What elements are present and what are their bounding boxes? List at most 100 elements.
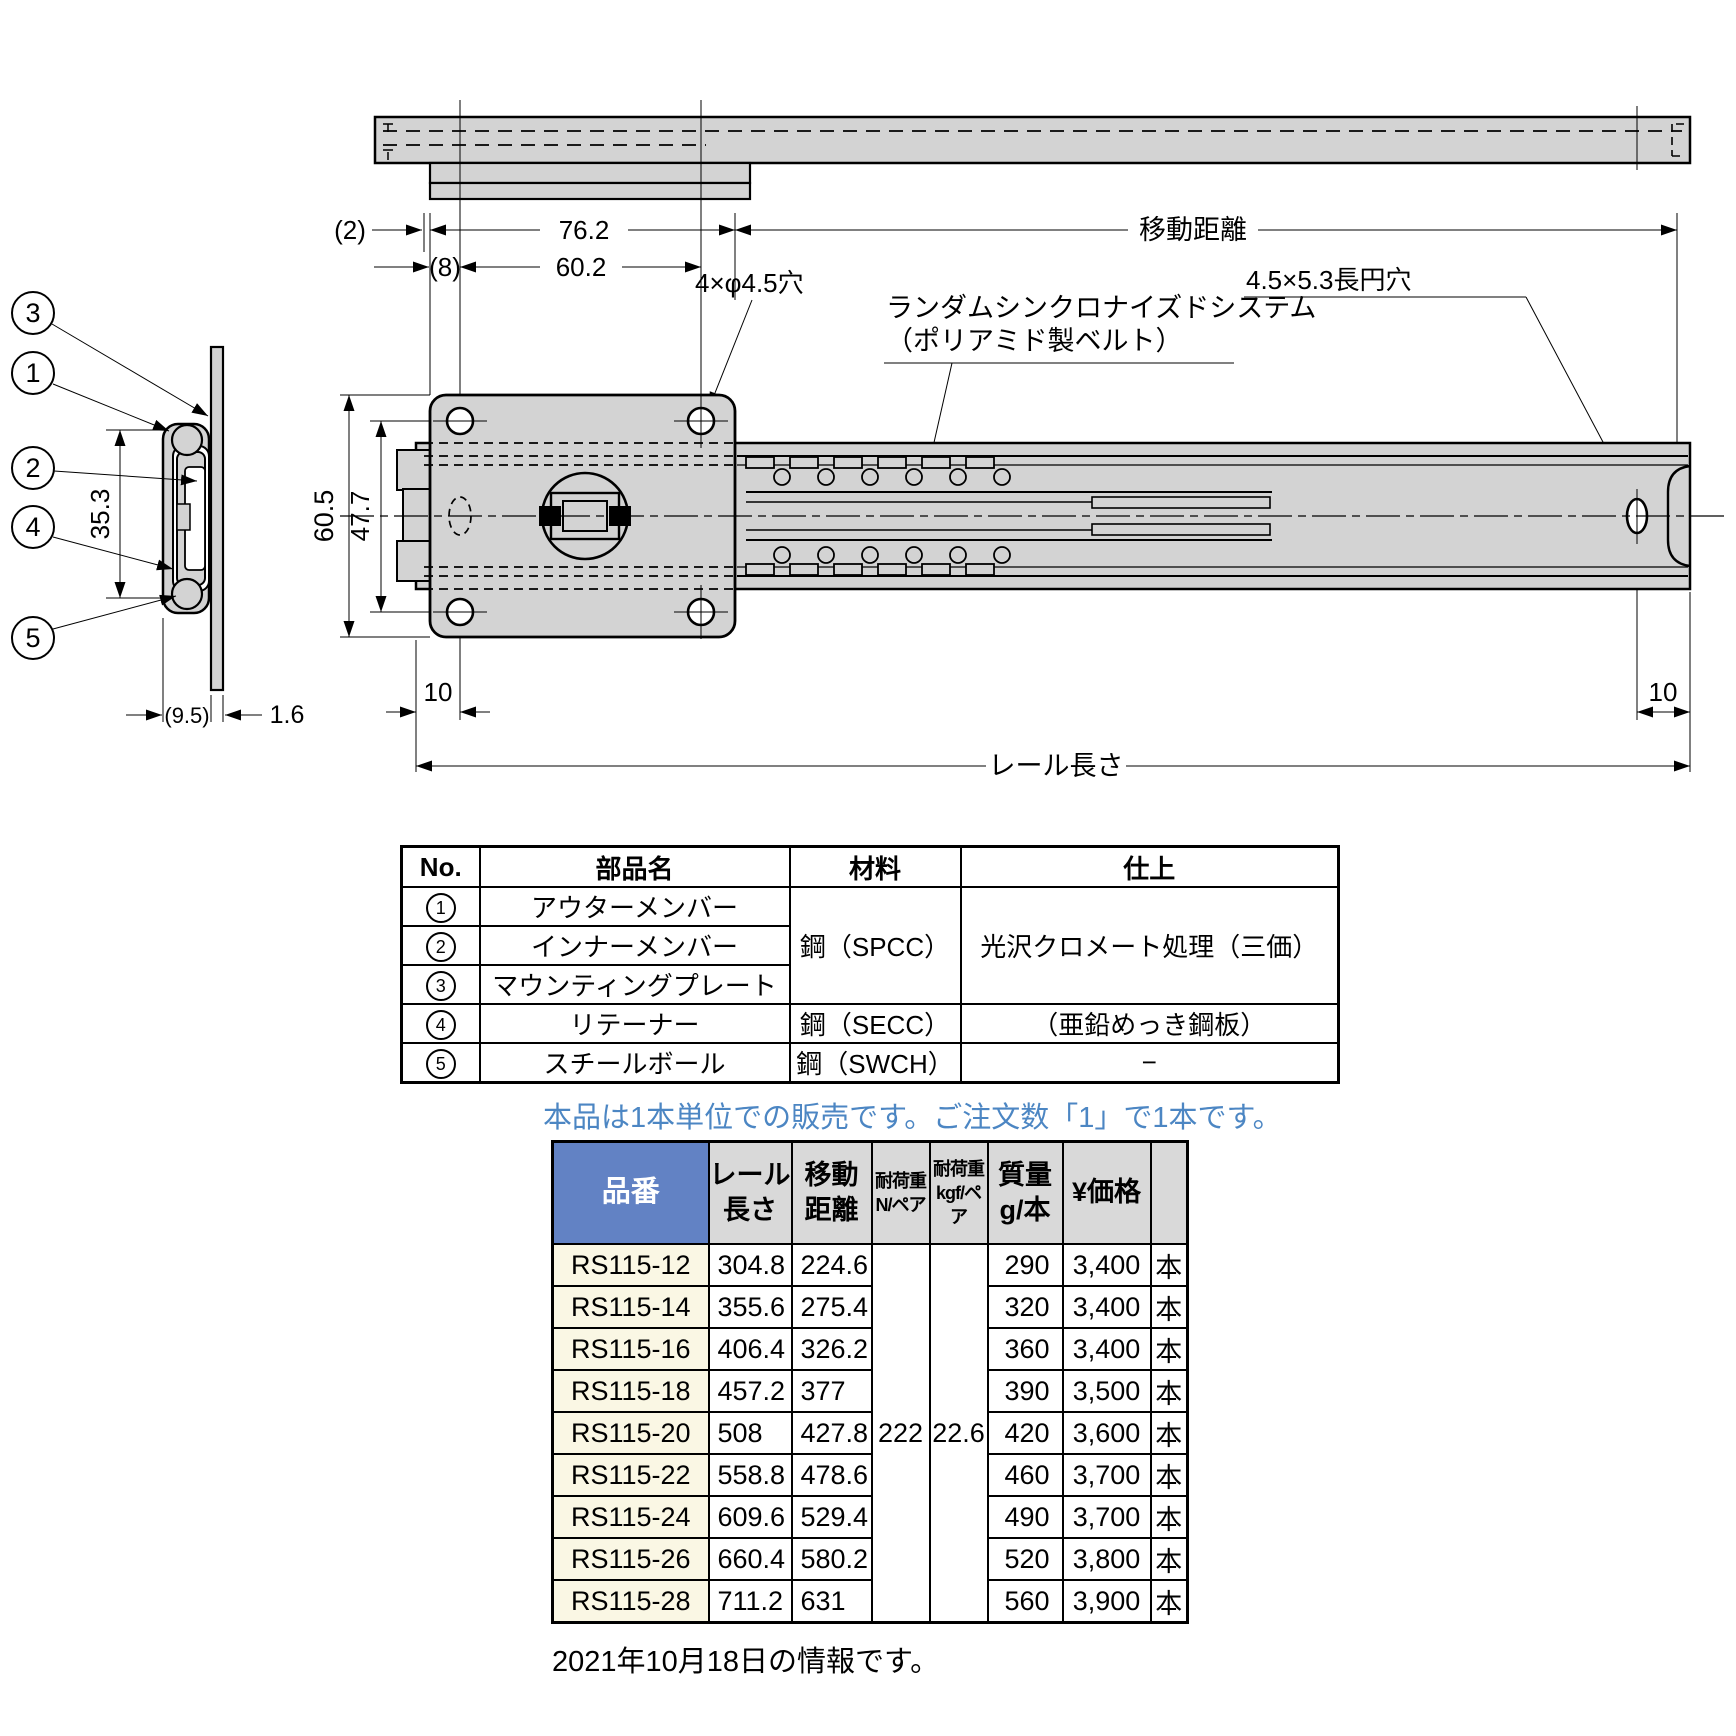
part-no-cell: 2 bbox=[400, 925, 481, 966]
spec-price: 3,700 bbox=[1061, 1495, 1152, 1539]
parts-row: 5 スチールボール 鋼（SWCH） − bbox=[400, 1042, 1340, 1084]
parts-table: No. 部品名 材料 仕上 1 アウターメンバー 鋼（SPCC） 光沢クロメート… bbox=[400, 845, 1340, 1084]
part-no-cell: 4 bbox=[400, 1003, 481, 1044]
spec-unit: 本 bbox=[1149, 1579, 1189, 1624]
spec-mass: 320 bbox=[986, 1285, 1064, 1329]
spec-price: 3,400 bbox=[1061, 1243, 1152, 1287]
date-note: 2021年10月18日の情報です。 bbox=[552, 1646, 940, 1678]
dimension-row-1: (2) 76.2 移動距離 bbox=[334, 215, 1677, 245]
spec-mass: 490 bbox=[986, 1495, 1064, 1539]
spec-travel: 326.2 bbox=[790, 1327, 873, 1371]
spec-rail-length: 558.8 bbox=[707, 1453, 793, 1497]
spec-header-rail-length: レール 長さ bbox=[707, 1140, 793, 1245]
parts-row: 2 インナーメンバー bbox=[400, 925, 1339, 966]
steel-ball-bottom bbox=[170, 577, 204, 611]
callout-circle-4 bbox=[11, 505, 55, 549]
circled-number: 1 bbox=[425, 893, 456, 923]
spec-row: RS115-14 355.6 275.4 320 3,400 本 bbox=[551, 1285, 1189, 1329]
annotation-labels: 4×φ4.5穴 ランダムシンクロナイズドシステム （ポリアミド製ベルト） 4.5… bbox=[695, 265, 1630, 501]
spec-unit: 本 bbox=[1149, 1495, 1189, 1539]
spec-part-no: RS115-26 bbox=[551, 1537, 710, 1581]
parts-row: 1 アウターメンバー 鋼（SPCC） 光沢クロメート処理（三価） bbox=[400, 886, 1340, 1005]
vertical-dimensions: 60.5 47.7 bbox=[309, 395, 387, 637]
spec-rail-length: 508 bbox=[707, 1411, 793, 1455]
belt-rollers-top bbox=[745, 456, 1011, 486]
mounting-plate-section bbox=[209, 345, 225, 692]
spec-header-row: 品番 レール 長さ 移動 距離 耐荷重 N/ペア 耐荷重 kgf/ペア 質量 g… bbox=[551, 1140, 1189, 1245]
spec-travel: 275.4 bbox=[790, 1285, 873, 1329]
spec-travel: 478.6 bbox=[790, 1453, 873, 1497]
spec-price: 3,900 bbox=[1061, 1579, 1152, 1624]
part-name-cell: アウターメンバー bbox=[478, 886, 791, 927]
spec-part-no: RS115-12 bbox=[551, 1243, 710, 1287]
steel-ball-top bbox=[170, 423, 204, 457]
spec-mass: 420 bbox=[986, 1411, 1064, 1455]
spec-travel: 631 bbox=[790, 1579, 873, 1624]
callout-5: 5 bbox=[25, 623, 40, 653]
mounting-holes bbox=[433, 394, 728, 639]
part-finish-cell: − bbox=[959, 1042, 1340, 1084]
travel-distance-label: 移動距離 bbox=[1139, 215, 1247, 245]
circled-number: 3 bbox=[425, 971, 456, 1001]
spec-rail-length: 406.4 bbox=[707, 1327, 793, 1371]
spec-part-no: RS115-14 bbox=[551, 1285, 710, 1329]
spec-unit: 本 bbox=[1149, 1369, 1189, 1413]
spec-mass: 290 bbox=[986, 1243, 1064, 1287]
part-no-cell: 5 bbox=[400, 1042, 481, 1084]
part-material-cell: 鋼（SECC） bbox=[788, 1003, 962, 1044]
spec-part-no: RS115-16 bbox=[551, 1327, 710, 1371]
spec-price: 3,600 bbox=[1061, 1411, 1152, 1455]
spec-part-no: RS115-20 bbox=[551, 1411, 710, 1455]
circled-number: 4 bbox=[425, 1010, 456, 1040]
spec-unit: 本 bbox=[1149, 1537, 1189, 1581]
spec-price: 3,400 bbox=[1061, 1327, 1152, 1371]
spec-part-no: RS115-28 bbox=[551, 1579, 710, 1624]
bottom-dimensions: 10 10 レール長さ bbox=[386, 677, 1690, 781]
rail-length-label: レール長さ bbox=[989, 751, 1124, 781]
spec-mass: 390 bbox=[986, 1369, 1064, 1413]
dimension-row-2: (8) 60.2 bbox=[374, 252, 701, 282]
circled-number: 5 bbox=[425, 1049, 456, 1079]
dim-60-5-label: 60.5 bbox=[309, 490, 339, 543]
parts-header-material: 材料 bbox=[788, 845, 962, 888]
parts-header-no: No. bbox=[400, 845, 481, 888]
spec-travel: 427.8 bbox=[790, 1411, 873, 1455]
spec-price: 3,400 bbox=[1061, 1285, 1152, 1329]
dim-8-label: (8) bbox=[429, 252, 461, 282]
spec-part-no: RS115-22 bbox=[551, 1453, 710, 1497]
spec-load-kgf-merged: 22.6 bbox=[928, 1243, 989, 1624]
spec-unit: 本 bbox=[1149, 1285, 1189, 1329]
spec-mass: 560 bbox=[986, 1579, 1064, 1624]
dim-60-2-label: 60.2 bbox=[556, 252, 607, 282]
sales-note: 本品は1本単位での販売です。ご注文数「1」で1本です。 bbox=[543, 1102, 1282, 1134]
top-side-view bbox=[373, 115, 1692, 201]
spec-header-unit bbox=[1149, 1140, 1189, 1245]
spec-row: RS115-26 660.4 580.2 520 3,800 本 bbox=[551, 1537, 1189, 1581]
spec-rail-length: 609.6 bbox=[707, 1495, 793, 1539]
spec-price: 3,700 bbox=[1061, 1453, 1152, 1497]
part-name-cell: リテーナー bbox=[478, 1003, 791, 1044]
spec-header-mass: 質量 g/本 bbox=[986, 1140, 1064, 1245]
spec-row: RS115-28 711.2 631 560 3,900 本 bbox=[551, 1579, 1189, 1624]
parts-header-name: 部品名 bbox=[478, 845, 791, 888]
callout-circle-2 bbox=[11, 446, 55, 490]
spec-unit: 本 bbox=[1149, 1453, 1189, 1497]
spec-row: RS115-16 406.4 326.2 360 3,400 本 bbox=[551, 1327, 1189, 1371]
spec-load-n-merged: 222 bbox=[870, 1243, 931, 1624]
dim-9-5-label: (9.5) bbox=[164, 703, 209, 728]
dim-2-label: (2) bbox=[334, 215, 366, 245]
spec-travel: 377 bbox=[790, 1369, 873, 1413]
dim-47-7-label: 47.7 bbox=[345, 491, 375, 542]
spec-travel: 580.2 bbox=[790, 1537, 873, 1581]
spec-rail-length: 355.6 bbox=[707, 1285, 793, 1329]
part-material-merged-cell: 鋼（SPCC） bbox=[788, 886, 962, 1005]
part-no-cell: 3 bbox=[400, 964, 481, 1005]
callout-1: 1 bbox=[25, 358, 40, 388]
spec-header-price: ¥価格 bbox=[1061, 1140, 1152, 1245]
callout-3: 3 bbox=[25, 298, 40, 328]
spec-travel: 224.6 bbox=[790, 1243, 873, 1287]
parts-header-finish: 仕上 bbox=[959, 845, 1340, 888]
spec-row: RS115-18 457.2 377 390 3,500 本 bbox=[551, 1369, 1189, 1413]
cross-section-view: 3 1 2 4 5 35.3 (9.5) 1.6 bbox=[11, 291, 304, 729]
